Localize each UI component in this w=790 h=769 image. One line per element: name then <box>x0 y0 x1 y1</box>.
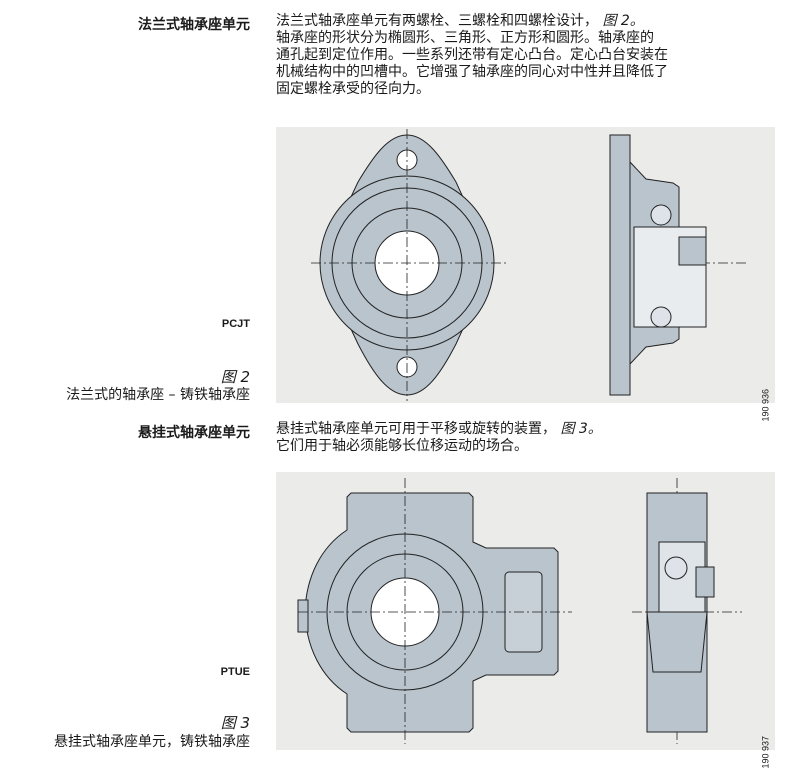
figure-caption: 悬挂式轴承座单元，铸铁轴承座 <box>54 734 250 750</box>
figure-caption: 法兰式的轴承座 – 铸铁轴承座 <box>66 387 250 403</box>
text-line: 它们用于轴必须能够长位移运动的场合。 <box>276 438 528 454</box>
take-up-bearing-drawing <box>297 478 742 744</box>
section-heading-flanged: 法兰式轴承座单元 <box>138 17 250 33</box>
text-line: 固定螺栓承受的径向力。 <box>276 81 430 97</box>
text-line: 机械结构中的凹槽中。它增强了轴承座的同心对中性并且降低了 <box>276 64 668 80</box>
figure-number: 图 2 <box>220 368 250 386</box>
section-paragraph-take-up: 悬挂式轴承座单元可用于平移或旋转的装置， 图 3。 它们用于轴必须能够长位移运动… <box>276 421 786 455</box>
section-paragraph-flanged: 法兰式轴承座单元有两螺栓、三螺栓和四螺栓设计， 图 2。 轴承座的形状分为椭圆形… <box>276 13 786 98</box>
flanged-bearing-drawing <box>311 129 746 401</box>
figure-reference[interactable]: 图 2。 <box>602 13 644 29</box>
model-label: PTUE <box>220 666 250 678</box>
text-line: 法兰式轴承座单元有两螺栓、三螺栓和四螺栓设计， <box>276 13 598 29</box>
figure-id: 190 936 <box>761 389 771 422</box>
section-heading-take-up: 悬挂式轴承座单元 <box>138 425 250 441</box>
text-line: 轴承座的形状分为椭圆形、三角形、正方形和圆形。轴承座的 <box>276 30 654 46</box>
figure-2-flanged-housing: 190 936 <box>276 127 775 422</box>
model-label: PCJT <box>221 318 250 330</box>
text-line: 通孔起到定位作用。一些系列还带有定心凸台。定心凸台安装在 <box>276 47 668 63</box>
figure-number: 图 3 <box>220 714 250 732</box>
figure-3-take-up-housing: 190 937 <box>276 472 775 769</box>
figure-reference[interactable]: 图 3。 <box>560 421 602 437</box>
text-line: 悬挂式轴承座单元可用于平移或旋转的装置， <box>276 421 556 437</box>
